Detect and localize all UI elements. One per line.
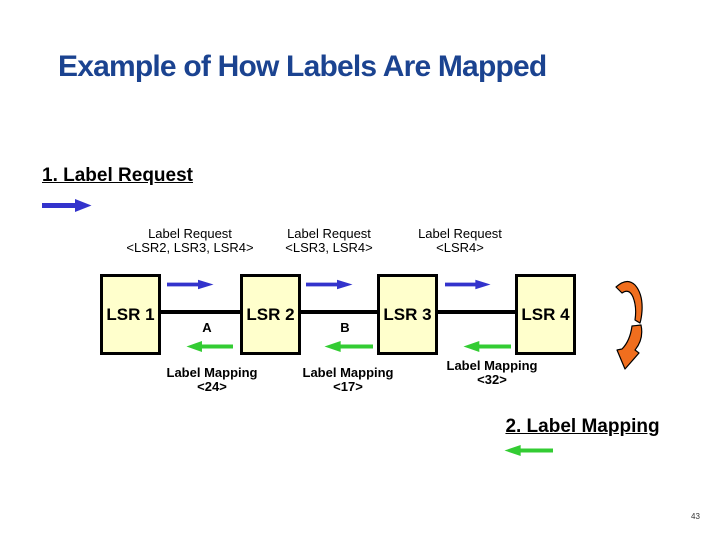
link-line-1	[161, 310, 240, 314]
link-label-b: B	[340, 320, 350, 335]
request-direction-arrow-icon	[42, 199, 92, 212]
link-line-2	[301, 310, 377, 314]
mapping-arrow-icon-3	[463, 341, 511, 352]
lsr-node-1: LSR 1	[100, 274, 161, 355]
step2-heading: 2. Label Mapping	[505, 416, 660, 437]
request-arrow-icon-3	[445, 279, 491, 290]
request-arrow-icon-1	[167, 279, 214, 290]
request-message-3: Label Request <LSR4>	[418, 226, 502, 255]
link-line-3	[438, 310, 515, 314]
mapping-direction-arrow-icon	[504, 445, 553, 456]
curved-down-arrow-icon	[615, 280, 643, 370]
mapping-arrow-icon-2	[324, 341, 373, 352]
mapping-message-3: Label Mapping <32>	[446, 358, 538, 387]
request-message-1: Label Request <LSR2, LSR3, LSR4>	[126, 226, 254, 255]
request-arrow-icon-2	[306, 279, 353, 290]
lsr-node-2: LSR 2	[240, 274, 301, 355]
slide-title: Example of How Labels Are Mapped	[58, 50, 547, 83]
lsr-node-3: LSR 3	[377, 274, 438, 355]
lsr-node-4: LSR 4	[515, 274, 576, 355]
step1-heading: 1. Label Request	[42, 165, 193, 186]
mapping-message-1: Label Mapping <24>	[166, 365, 258, 394]
mapping-message-2: Label Mapping <17>	[302, 365, 394, 394]
mapping-arrow-icon-1	[186, 341, 233, 352]
link-label-a: A	[202, 320, 212, 335]
request-message-2: Label Request <LSR3, LSR4>	[285, 226, 373, 255]
page-number: 43	[691, 512, 700, 521]
